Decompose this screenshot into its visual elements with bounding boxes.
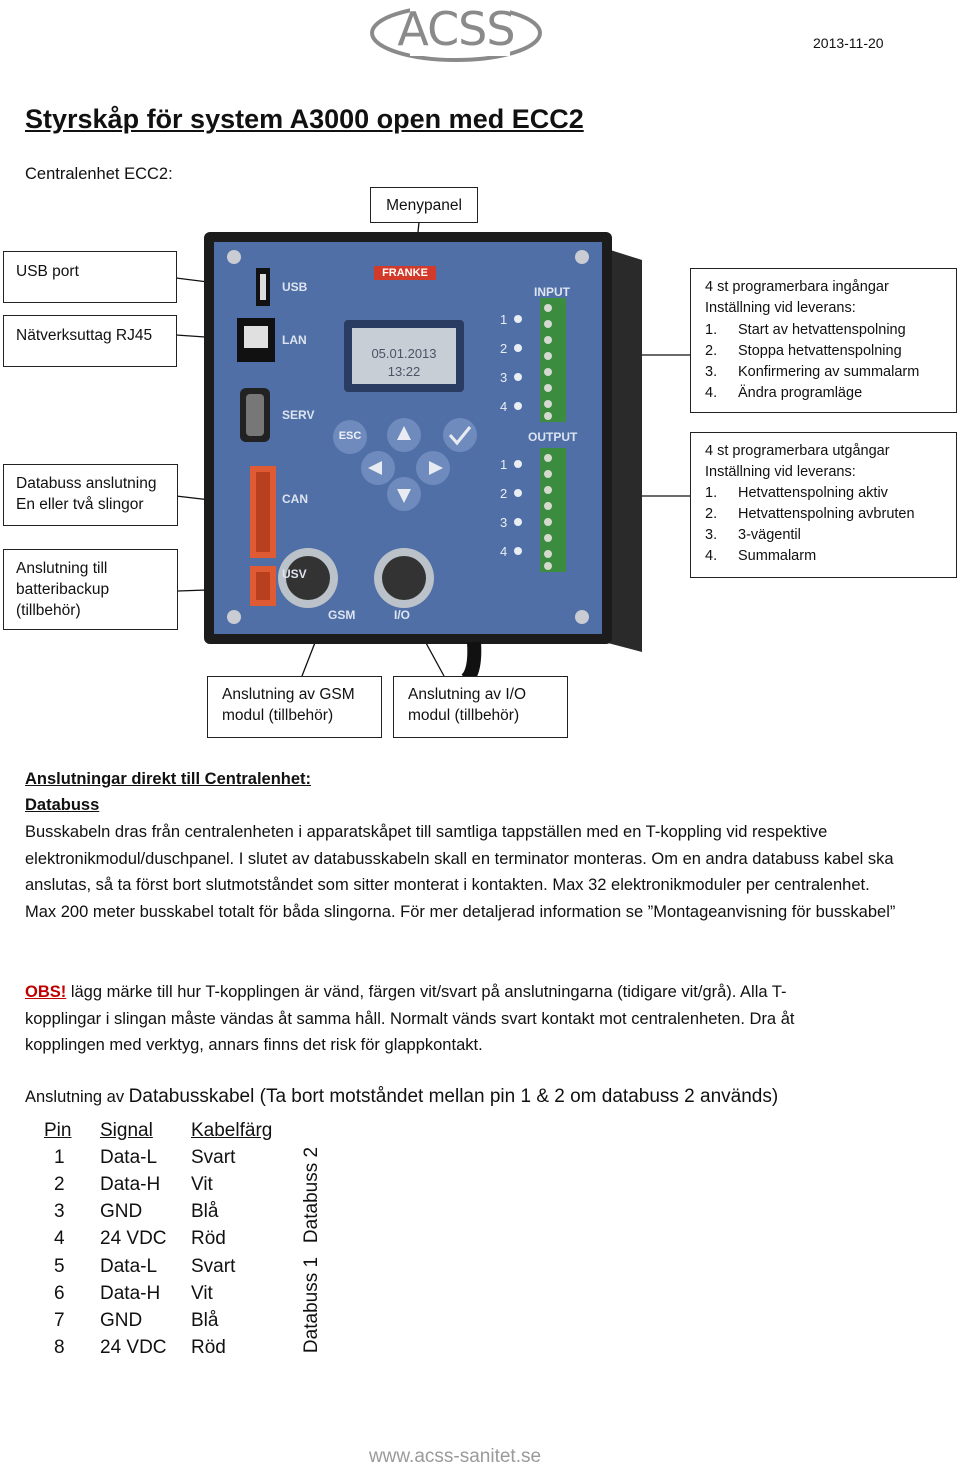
screen-date: 05.01.2013 (371, 346, 437, 361)
subtitle: Centralenhet ECC2: (25, 165, 173, 183)
callout-io: Anslutning av I/O modul (tillbehör) (393, 676, 568, 738)
output-pin-1: 1 (500, 457, 508, 472)
label-input: INPUT (534, 285, 570, 299)
output-pin-3: 3 (500, 515, 508, 530)
label-can: CAN (282, 492, 308, 506)
label-esc: ESC (338, 430, 362, 442)
callout-menypanel-text: Menypanel (386, 197, 462, 214)
brand-label: FRANKE (382, 267, 428, 279)
outputs-title: 4 st programerbara utgångar (705, 443, 890, 459)
callout-databuss-line2: En eller två slingor (16, 496, 144, 513)
callout-inputs: 4 st programerbara ingångar Inställning … (690, 268, 957, 413)
callout-databuss: Databuss anslutning En eller två slingor (3, 464, 178, 526)
cable-intro: Anslutning av Databusskabel (Ta bort mot… (25, 1086, 779, 1107)
callout-menypanel: Menypanel (370, 187, 478, 223)
footer-url: www.acss-sanitet.se (368, 1446, 542, 1467)
inputs-subtitle: Inställning vid leverans: (705, 300, 856, 317)
page-title: Styrskåp för system A3000 open med ECC2 (25, 104, 584, 134)
callout-gsm-line1: Anslutning av GSM (222, 686, 355, 703)
obs-label: OBS! (25, 983, 67, 1001)
callout-rj45-text: Nätverksuttag RJ45 (16, 327, 153, 344)
callout-rj45: Nätverksuttag RJ45 (3, 315, 177, 367)
obs-text: lägg märke till hur T-kopplingen är vänd… (25, 983, 795, 1055)
callout-battery: Anslutning till batteribackup (tillbehör… (3, 549, 178, 630)
inputs-item: 3.Konfirmering av summalarm (705, 364, 920, 381)
callout-outputs: 4 st programerbara utgångar Inställning … (690, 432, 957, 578)
callout-battery-line3: (tillbehör) (16, 602, 81, 619)
logo-text: ACSS (397, 2, 515, 56)
callout-databuss-line1: Databuss anslutning (16, 475, 157, 492)
obs-paragraph: OBS! lägg märke till hur T-kopplingen är… (25, 979, 860, 1059)
label-usb: USB (282, 280, 308, 294)
outputs-subtitle: Inställning vid leverans: (705, 464, 856, 480)
section-subheading: Databuss (25, 796, 100, 814)
label-gsm: GSM (328, 608, 356, 622)
ecc2-controller-unit: FRANKE 05.01.2013 13:22 USB LAN SERV CAN… (204, 232, 644, 686)
input-pin-4: 4 (500, 399, 508, 414)
input-pin-3: 3 (500, 370, 508, 385)
inputs-item: 4.Ändra programläge (705, 385, 863, 402)
callout-gsm-line2: modul (tillbehör) (222, 707, 334, 724)
outputs-item: 2.Hetvattenspolning avbruten (705, 506, 915, 522)
callout-usb-text: USB port (16, 263, 79, 280)
outputs-item: 4.Summalarm (705, 548, 817, 564)
callout-io-line1: Anslutning av I/O (408, 686, 527, 703)
outputs-item: 3.3-vägentil (705, 527, 801, 543)
section-heading: Anslutningar direkt till Centralenhet: (25, 770, 312, 788)
output-pin-2: 2 (500, 486, 508, 501)
callout-battery-line1: Anslutning till (16, 560, 108, 577)
databuss-paragraph: Busskabeln dras från centralenheten i ap… (25, 823, 896, 922)
output-pin-4: 4 (500, 544, 508, 559)
inputs-item: 1.Start av hetvattenspolning (705, 321, 906, 338)
table-header: Pin Signal Kabelfärg (44, 1119, 273, 1141)
acss-logo: ACSS (370, 0, 543, 62)
label-io: I/O (394, 608, 411, 622)
callout-gsm: Anslutning av GSM modul (tillbehör) (207, 676, 382, 738)
document-date: 2013-11-20 (813, 35, 884, 51)
inputs-item: 2.Stoppa hetvattenspolning (705, 342, 902, 359)
screen-time: 13:22 (387, 364, 421, 379)
input-pin-2: 2 (500, 341, 508, 356)
label-serv: SERV (282, 408, 315, 422)
inputs-title: 4 st programerbara ingångar (705, 279, 889, 295)
callout-battery-line2: batteribackup (16, 581, 110, 598)
label-usv: USV (282, 567, 307, 581)
callout-io-line2: modul (tillbehör) (408, 707, 520, 724)
label-lan: LAN (282, 333, 307, 347)
callout-usb: USB port (3, 251, 177, 303)
outputs-item: 1.Hetvattenspolning aktiv (705, 485, 888, 501)
input-pin-1: 1 (500, 312, 508, 327)
label-output: OUTPUT (528, 430, 578, 444)
